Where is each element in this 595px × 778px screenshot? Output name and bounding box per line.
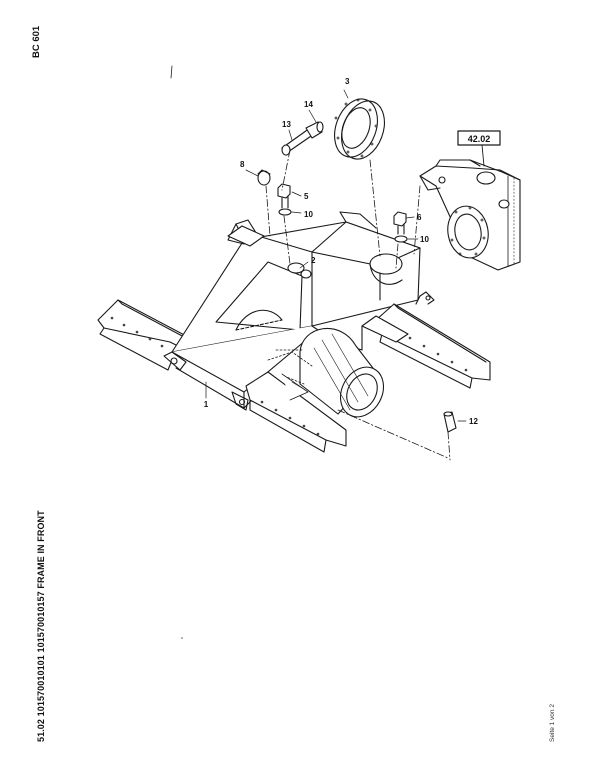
callout-1: 1 [204, 400, 209, 409]
swing-bracket-assembly [419, 159, 521, 271]
reference-box [457, 130, 501, 146]
callout-6: 6 [417, 213, 422, 222]
callout-5: 5 [304, 192, 309, 201]
bolt-5 [277, 183, 292, 216]
reference-box-label: 42.02 [468, 134, 491, 144]
callout-12: 12 [469, 417, 478, 426]
slewing-ring [334, 98, 385, 160]
front-frame-assembly [97, 211, 491, 453]
bolt-and-sleeve [281, 121, 324, 156]
callout-10-upper: 10 [304, 210, 313, 219]
callout-14: 14 [304, 100, 313, 109]
screw-12 [443, 411, 457, 433]
callout-3: 3 [345, 77, 350, 86]
bolt-6 [393, 211, 408, 243]
assembly-lines [265, 149, 451, 461]
grease-nipple-8 [257, 169, 271, 186]
callouts: 1 2 3 5 6 8 10 10 12 13 14 [204, 77, 479, 426]
callout-13: 13 [282, 120, 291, 129]
leader-lines [205, 89, 467, 422]
callout-8: 8 [240, 160, 245, 169]
callout-2: 2 [311, 256, 316, 265]
callout-10-lower: 10 [420, 235, 429, 244]
